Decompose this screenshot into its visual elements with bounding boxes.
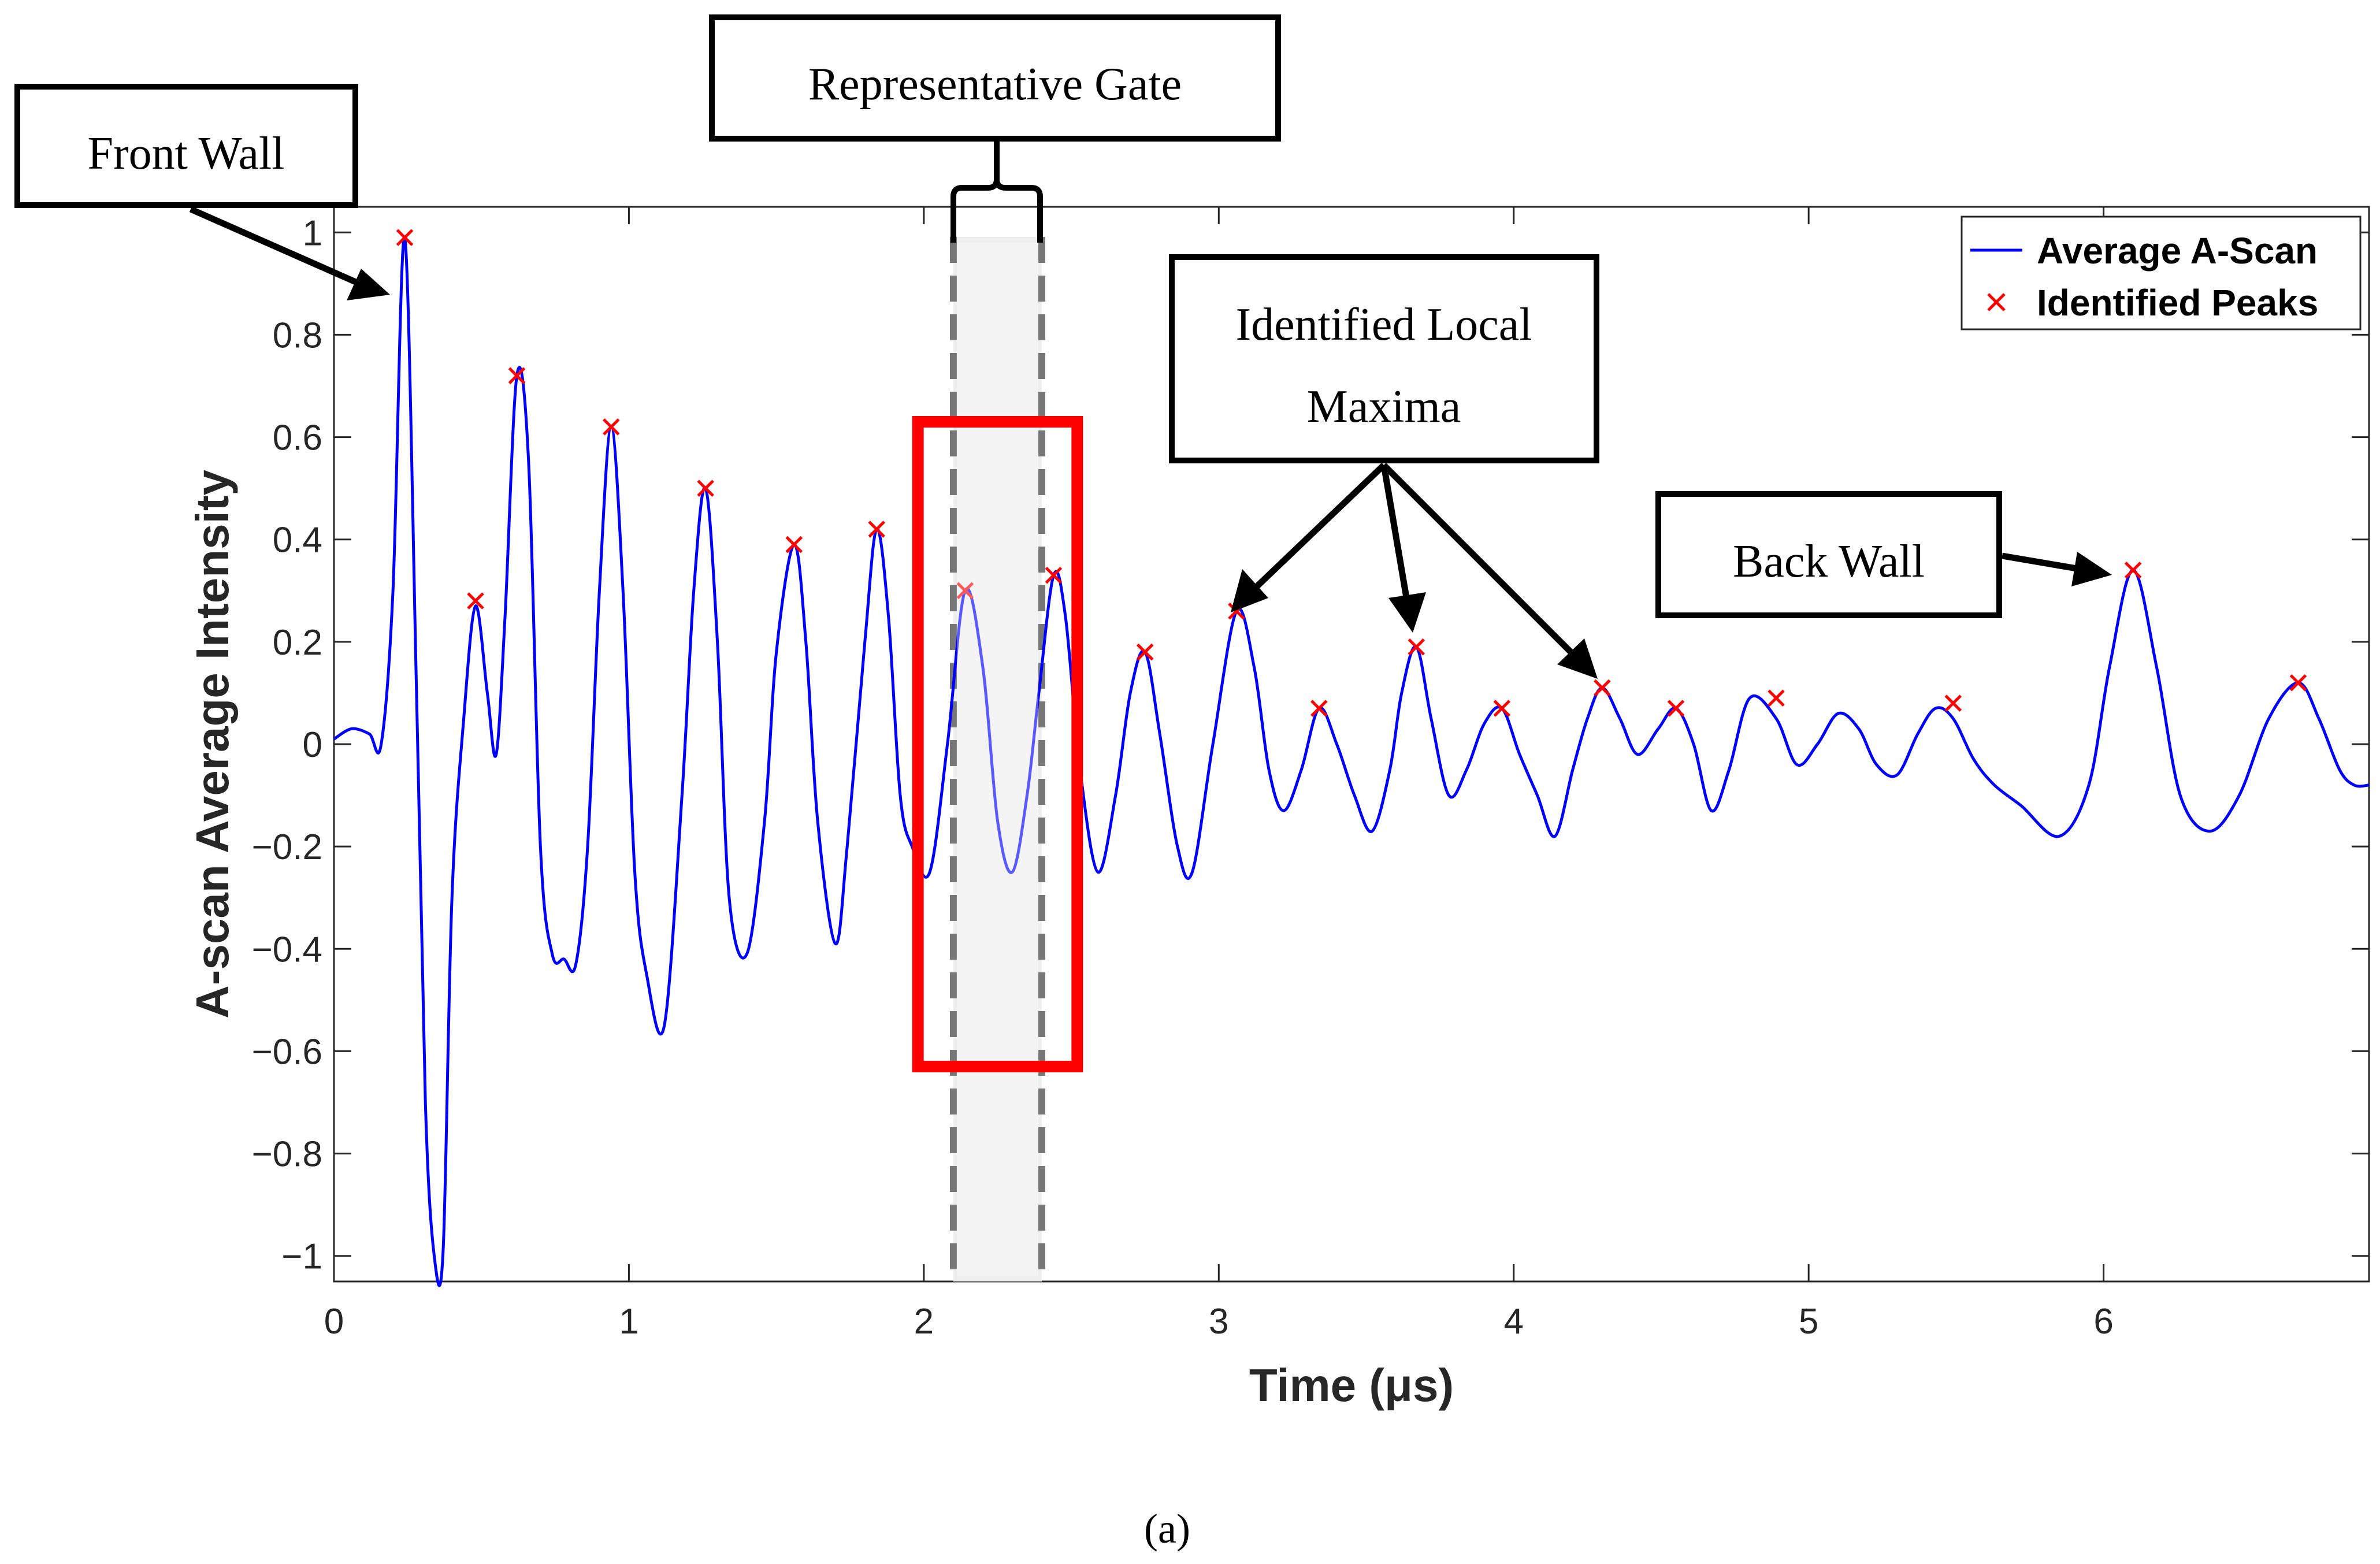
peak-marker [396, 229, 414, 246]
peak-marker-stroke [1310, 700, 1328, 717]
peak-marker-stroke [396, 229, 414, 246]
y-axis-label: A-scan Average Intensity [187, 470, 238, 1019]
callout-local-maxima-arrow-1 [1252, 463, 1386, 592]
callout-front-wall-box [14, 84, 358, 208]
figure-caption: (a) [1144, 1506, 1190, 1552]
peak-marker-stroke [1136, 643, 1154, 661]
y-tick-label: 0 [303, 725, 322, 765]
peak-markers [396, 229, 2307, 717]
x-tick-label: 0 [324, 1302, 344, 1342]
callout-local-maxima-text-2: Maxima [1307, 381, 1461, 432]
peak-marker-stroke [785, 536, 803, 553]
arrow-head [2071, 552, 2112, 586]
y-tick-label: −0.8 [252, 1135, 322, 1175]
peak-marker [2124, 562, 2142, 579]
y-tick-label: −0.2 [252, 827, 322, 867]
callout-front-wall: Front Wall [14, 84, 390, 300]
peak-marker-stroke [2289, 674, 2307, 692]
peak-marker [1944, 694, 1962, 712]
peak-marker-stroke [868, 521, 885, 538]
y-tick-label: −0.4 [252, 930, 322, 969]
legend-swatch-marker [1987, 293, 2006, 311]
callout-local-maxima: Identified Local Maxima [1169, 254, 1599, 679]
arrow-head [1388, 592, 1426, 633]
legend-label-identified-peaks: Identified Peaks [2037, 282, 2318, 324]
callout-local-maxima-arrow-2 [1380, 465, 1410, 601]
callout-back-wall-text: Back Wall [1733, 536, 1925, 587]
peak-marker [785, 536, 803, 553]
highlight-box [912, 416, 1083, 1072]
peak-marker [1310, 700, 1328, 717]
x-axis-label: Time (μs) [1249, 1359, 1454, 1411]
callout-front-wall-text: Front Wall [88, 128, 285, 179]
x-tick-label: 6 [2093, 1302, 2113, 1342]
y-tick-label: −1 [281, 1237, 322, 1277]
peak-marker [1045, 566, 1063, 584]
peak-marker [1667, 700, 1685, 717]
x-tick-label: 4 [1503, 1302, 1523, 1342]
peak-marker [1408, 638, 1425, 656]
callout-back-wall-box [1655, 491, 2002, 618]
y-tick-label: 1 [303, 213, 322, 253]
gate-overlay [956, 243, 1039, 1276]
peak-marker-stroke [508, 367, 526, 385]
peak-marker [956, 582, 974, 600]
x-tick-label: 2 [914, 1302, 934, 1342]
legend-box [1961, 216, 2362, 330]
arrow-head [1557, 638, 1598, 679]
callout-back-wall-arrow [2002, 552, 2081, 573]
y-tick-label: −0.6 [252, 1032, 322, 1072]
x-tick-label: 3 [1209, 1302, 1228, 1342]
peak-marker [508, 367, 526, 385]
callout-local-maxima-text-1: Identified Local [1235, 299, 1532, 350]
peak-marker-stroke [2124, 562, 2142, 579]
peak-marker-stroke [1493, 700, 1511, 717]
peak-marker-stroke [1987, 293, 2006, 311]
peak-marker-stroke [603, 418, 620, 436]
peak-marker-stroke [1667, 700, 1685, 717]
y-tick-label: 0.4 [273, 521, 322, 560]
gate-brace [950, 142, 1043, 243]
peak-marker [1136, 643, 1154, 661]
representative-gate-band [949, 237, 1046, 1281]
peak-marker [1493, 700, 1511, 717]
legend: Average A-Scan Identified Peaks [1961, 216, 2362, 330]
arrow-head [347, 269, 390, 300]
callout-front-wall-arrow [189, 206, 360, 287]
peak-marker [697, 480, 714, 497]
gate-fill [953, 237, 1042, 1281]
callout-gate-box [709, 14, 1281, 142]
y-tick-label: 0.8 [273, 315, 322, 355]
peak-marker [868, 521, 885, 538]
peak-marker-stroke [697, 480, 714, 497]
peak-marker-stroke [956, 582, 974, 600]
y-tick-label: 0.6 [273, 418, 322, 458]
callout-local-maxima-arrow-3 [1382, 463, 1577, 658]
peak-marker [2289, 674, 2307, 692]
peak-marker [1594, 679, 1611, 697]
legend-label-average-a-scan: Average A-Scan [2037, 230, 2318, 272]
y-axis-ticks: −1 −0.8 −0.6 −0.4 −0.2 0 0.2 0.4 0.6 0.8 1 [252, 213, 2369, 1277]
x-tick-label: 1 [619, 1302, 638, 1342]
peak-marker-stroke [1768, 689, 1785, 707]
y-tick-label: 0.2 [273, 623, 322, 663]
peak-marker-stroke [1045, 566, 1063, 584]
peak-marker [467, 592, 484, 610]
callout-back-wall: Back Wall [1655, 491, 2112, 618]
x-tick-label: 5 [1799, 1302, 1818, 1342]
peak-marker [1768, 689, 1785, 707]
legend-peak-marker [1987, 293, 2006, 311]
callout-representative-gate: Representative Gate [709, 14, 1281, 243]
arrow-head [1231, 569, 1268, 612]
callout-local-maxima-box [1169, 254, 1599, 463]
peak-marker [603, 418, 620, 436]
peak-marker-stroke [1408, 638, 1425, 656]
callout-gate-text: Representative Gate [808, 59, 1182, 110]
peak-marker-stroke [1594, 679, 1611, 697]
peak-marker-stroke [1944, 694, 1962, 712]
peak-marker-stroke [467, 592, 484, 610]
